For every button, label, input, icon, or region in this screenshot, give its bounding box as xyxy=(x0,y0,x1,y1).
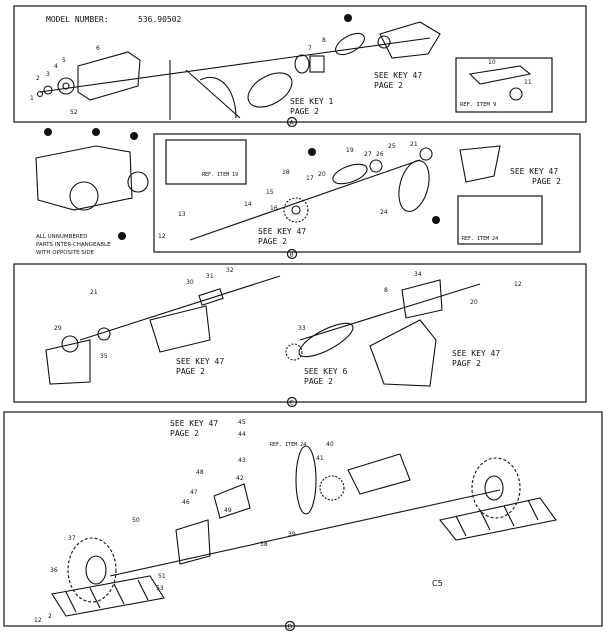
callout-48: 48 xyxy=(196,469,204,476)
callout-30: 30 xyxy=(186,279,194,286)
callout-12-b: 12 xyxy=(158,233,166,240)
callout-3: 3 xyxy=(46,71,50,78)
see-key-47-c2: SEE KEY 47 xyxy=(452,349,500,358)
see-key-47-b: SEE KEY 47 xyxy=(510,167,558,176)
callout-53: 53 xyxy=(156,585,164,592)
callout-24: 24 xyxy=(380,209,388,216)
page-2-d: PAGE 2 xyxy=(170,429,199,438)
callout-29: 29 xyxy=(54,325,62,332)
callout-52: 52 xyxy=(70,109,78,116)
callout-11: 11 xyxy=(524,79,532,86)
callout-27: 27 xyxy=(364,151,372,158)
see-key-47-b2: SEE KEY 47 xyxy=(258,227,306,236)
callout-2-d: 2 xyxy=(48,613,52,620)
note-line-2: PARTS INTER-CHANGEABLE xyxy=(36,242,111,248)
callout-37: 37 xyxy=(68,535,76,542)
callout-12-d: 12 xyxy=(34,617,42,624)
ref-item-9: REF. ITEM 9 xyxy=(460,102,496,108)
see-key-47-a: SEE KEY 47 xyxy=(374,71,422,80)
note-line-1: ALL UNNUMBERED xyxy=(36,234,87,240)
panel-d: SEE KEY 47 PAGE 2 REF. ITEM 24 C5 45 44 … xyxy=(3,411,603,632)
panel-c: SEE KEY 47 PAGE 2 SEE KEY 6 PAGE 2 SEE K… xyxy=(13,263,587,408)
panel-letter-a: A xyxy=(290,120,295,127)
ref-item-24: REF. ITEM 24 xyxy=(462,236,498,242)
model-number: 536.90502 xyxy=(138,15,182,24)
callout-44: 44 xyxy=(238,431,246,438)
callout-39: 39 xyxy=(288,531,296,538)
panel-a: MODEL NUMBER: 536.90502 REF. ITEM 9 SEE … xyxy=(13,5,587,128)
callout-10: 10 xyxy=(488,59,496,66)
callout-49: 49 xyxy=(224,507,232,514)
ref-item-19: REF. ITEM 19 xyxy=(202,172,238,178)
callout-8: 8 xyxy=(322,37,326,44)
page-2-b2: PAGE 2 xyxy=(258,237,287,246)
callout-17: 17 xyxy=(306,175,314,182)
callout-51: 51 xyxy=(158,573,166,580)
callout-18: 18 xyxy=(282,169,290,176)
page-2-c2: PAGE 2 xyxy=(304,377,333,386)
page-2-b: PAGE 2 xyxy=(532,177,561,186)
callout-5: 5 xyxy=(62,57,66,64)
callout-14: 14 xyxy=(244,201,252,208)
page-2-c: PAGE 2 xyxy=(176,367,205,376)
callout-33: 33 xyxy=(298,325,306,332)
callout-19: 19 xyxy=(346,147,354,154)
panel-letter-b: B xyxy=(290,252,294,259)
callout-36: 36 xyxy=(50,567,58,574)
callout-47: 47 xyxy=(190,489,198,496)
panel-b: REF. ITEM 19 REF. ITEM 24 SEE KEY 47 PAG… xyxy=(153,133,581,260)
see-key-47-c: SEE KEY 47 xyxy=(176,357,224,366)
callout-21: 21 xyxy=(410,141,418,148)
callout-31: 31 xyxy=(206,273,214,280)
callout-20-c: 20 xyxy=(470,299,478,306)
callout-8-c: 8 xyxy=(384,287,388,294)
callout-46: 46 xyxy=(182,499,190,506)
callout-6: 6 xyxy=(96,45,100,52)
callout-15: 15 xyxy=(266,189,274,196)
callout-41: 41 xyxy=(316,455,324,462)
callout-40: 40 xyxy=(326,441,334,448)
callout-26: 26 xyxy=(376,151,384,158)
note-line-3: WITH OPPOSITE SIDE xyxy=(36,250,95,256)
panel-letter-d: D xyxy=(288,624,293,631)
callout-7: 7 xyxy=(308,45,312,52)
callout-20: 20 xyxy=(318,171,326,178)
page-2-c3: PAGF 2 xyxy=(452,359,481,368)
page-2-a2: PAGE 2 xyxy=(290,107,319,116)
callout-1: 1 xyxy=(30,95,34,102)
callout-43: 43 xyxy=(238,457,246,464)
callout-35: 35 xyxy=(100,353,108,360)
callout-21-c: 21 xyxy=(90,289,98,296)
callout-32: 32 xyxy=(226,267,234,274)
callout-16: 16 xyxy=(270,205,278,212)
callout-50: 50 xyxy=(132,517,140,524)
see-key-6: SEE KEY 6 xyxy=(304,367,348,376)
overview-thumbnail: ALL UNNUMBERED PARTS INTER-CHANGEABLE WI… xyxy=(35,128,149,256)
callout-38: 38 xyxy=(260,541,268,548)
callout-45: 45 xyxy=(238,419,246,426)
page-2-a: PAGE 2 xyxy=(374,81,403,90)
callout-13: 13 xyxy=(178,211,186,218)
cs-mark: C5 xyxy=(432,579,443,588)
ref-item-24-d: REF. ITEM 24 xyxy=(270,442,306,448)
callout-4: 4 xyxy=(54,63,58,70)
see-key-1: SEE KEY 1 xyxy=(290,97,334,106)
panel-letter-c: C xyxy=(290,400,294,407)
see-key-47-d: SEE KEY 47 xyxy=(170,419,218,428)
callout-25: 25 xyxy=(388,143,396,150)
callout-2: 2 xyxy=(36,75,40,82)
callout-42: 42 xyxy=(236,475,244,482)
callout-12-c: 12 xyxy=(514,281,522,288)
callout-34: 34 xyxy=(414,271,422,278)
model-label: MODEL NUMBER: xyxy=(46,15,109,24)
